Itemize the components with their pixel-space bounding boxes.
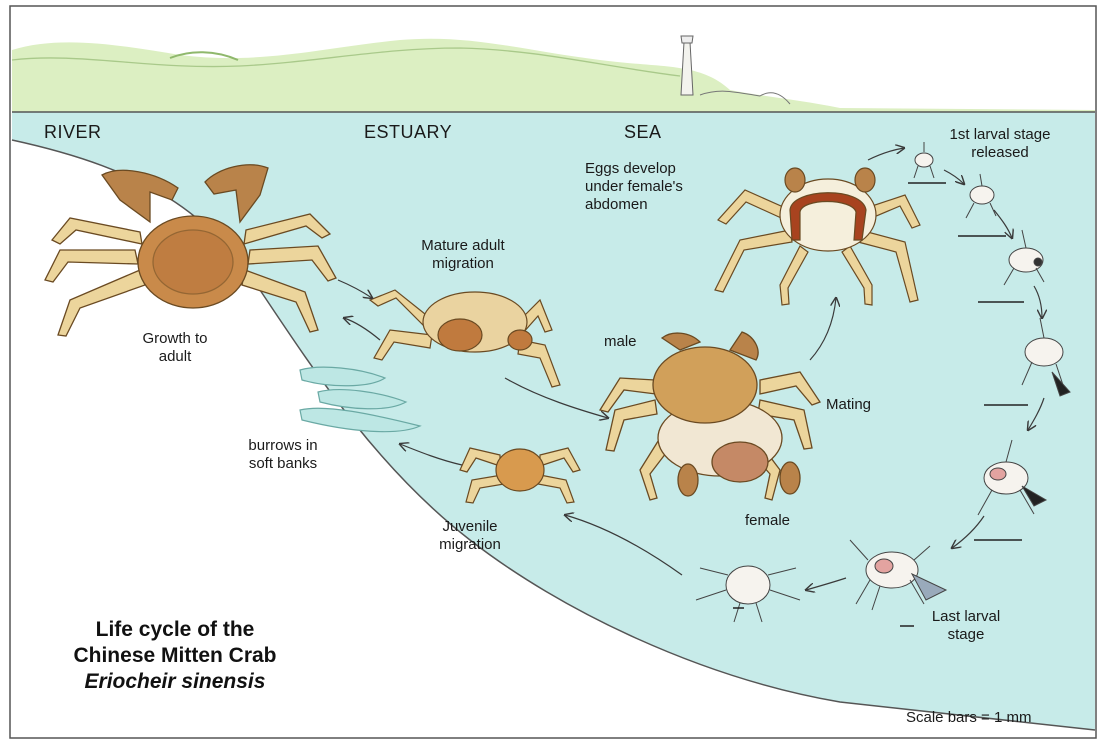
diagram-title: Life cycle of the Chinese Mitten Crab Er… [40,617,310,695]
zone-river-label: RIVER [44,123,102,141]
title-line-1: Life cycle of the [40,617,310,643]
mating-label: Mating [826,396,871,414]
male-label: male [604,333,637,351]
scale-bar-label: Scale bars = 1 mm [906,709,1031,727]
title-scientific-name: Eriocheir sinensis [40,669,310,695]
female-label: female [745,512,790,530]
zone-estuary-label: ESTUARY [364,123,452,141]
title-line-2: Chinese Mitten Crab [40,643,310,669]
zone-sea-label: SEA [624,123,662,141]
